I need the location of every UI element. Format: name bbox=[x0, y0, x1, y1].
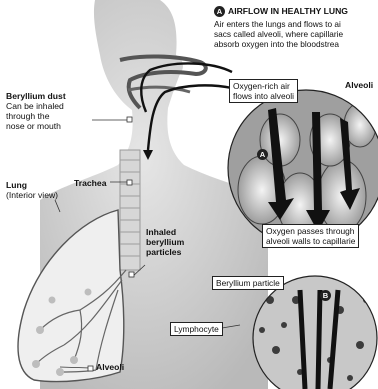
inhaled-line: particles bbox=[146, 247, 184, 257]
lymphocyte-box: Lymphocyte bbox=[170, 322, 223, 336]
header-body-line: sacs called alveoli, where capillarie bbox=[214, 29, 378, 39]
alveoli-top-label: Alveoli bbox=[345, 80, 373, 90]
inset-a-badge: A bbox=[257, 149, 268, 160]
header-title: AIRFLOW IN HEALTHY LUNG bbox=[214, 6, 378, 17]
beryllium-dust-label: Beryllium dust Can be inhaled through th… bbox=[6, 91, 66, 131]
header-body-line: absorb oxygen into the bloodstrea bbox=[214, 39, 378, 49]
lung-subtitle: (Interior view) bbox=[6, 190, 58, 200]
lung-label: Lung (Interior view) bbox=[6, 180, 58, 200]
beryllium-dust-line: Can be inhaled bbox=[6, 101, 66, 111]
beryllium-dust-title: Beryllium dust bbox=[6, 91, 66, 101]
alveoli-bottom-label: Alveoli bbox=[96, 362, 124, 372]
trachea-label: Trachea bbox=[74, 178, 107, 188]
oxygen-rich-line: flows into alveoli bbox=[233, 91, 294, 101]
section-a-badge: A bbox=[214, 6, 225, 17]
oxygen-rich-air-box: Oxygen-rich air flows into alveoli bbox=[229, 79, 298, 103]
beryllium-particle-box: Beryllium particle bbox=[212, 276, 284, 290]
inset-b-badge: B bbox=[320, 290, 331, 301]
trachea-tube bbox=[120, 150, 140, 270]
beryllium-dust-line: through the bbox=[6, 111, 66, 121]
oxygen-passes-box: Oxygen passes through alveoli walls to c… bbox=[262, 224, 359, 248]
header-body-line: Air enters the lungs and flows to ai bbox=[214, 19, 378, 29]
inhaled-beryllium-label: Inhaled beryllium particles bbox=[146, 227, 184, 257]
inhaled-line: beryllium bbox=[146, 237, 184, 247]
inhaled-line: Inhaled bbox=[146, 227, 184, 237]
oxygen-passes-line: alveoli walls to capillarie bbox=[266, 236, 355, 246]
lung-title: Lung bbox=[6, 180, 58, 190]
oxygen-rich-line: Oxygen-rich air bbox=[233, 81, 294, 91]
oxygen-passes-line: Oxygen passes through bbox=[266, 226, 355, 236]
header-panel: A AIRFLOW IN HEALTHY LUNG Air enters the… bbox=[214, 6, 378, 49]
beryllium-dust-line: nose or mouth bbox=[6, 121, 66, 131]
header-body: Air enters the lungs and flows to ai sac… bbox=[214, 19, 378, 49]
